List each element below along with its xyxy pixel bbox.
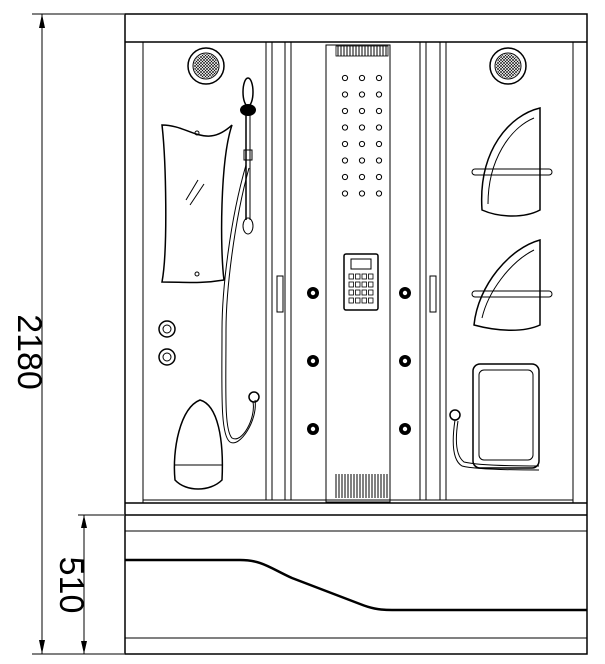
keypad-button: [355, 297, 361, 304]
mixer-knobs: [158, 320, 176, 366]
nozzle: [341, 91, 349, 98]
keypad-button: [355, 281, 361, 288]
nozzle: [358, 91, 366, 98]
nozzle-grid: [341, 74, 383, 197]
left-speaker: [187, 47, 225, 85]
right-door-handle: [429, 275, 437, 313]
nozzle: [341, 124, 349, 131]
middle-shelf: [471, 239, 553, 331]
keypad-button: [361, 289, 367, 296]
nozzle: [375, 190, 383, 197]
nozzle: [341, 140, 349, 148]
base-height-label: 510: [52, 557, 90, 614]
tray-profile-curve: [125, 558, 587, 612]
lower-shelf: [472, 363, 540, 469]
nozzle: [358, 140, 366, 148]
nozzle: [375, 140, 383, 148]
left-door-handle: [276, 275, 284, 313]
nozzle: [341, 107, 349, 115]
nozzle: [375, 107, 383, 115]
nozzle: [375, 74, 383, 82]
keypad-button: [348, 273, 354, 280]
keypad-button: [361, 297, 367, 304]
bottom-vent: [335, 474, 388, 498]
keypad-button: [348, 281, 354, 288]
total-height-label: 2180: [10, 314, 48, 390]
keypad-button: [348, 297, 354, 304]
keypad-buttons: [348, 273, 374, 304]
column-panel: [325, 44, 391, 503]
body-jets: [307, 287, 411, 435]
keypad-button: [368, 297, 374, 304]
nozzle: [358, 74, 366, 82]
keypad-button: [368, 289, 374, 296]
nozzle: [358, 157, 366, 164]
hand-shower: [221, 77, 260, 444]
height-dimension: 2180: [10, 13, 124, 655]
left-seat: [173, 399, 224, 490]
left-panel-frame: [265, 42, 273, 500]
body-jet: [399, 355, 411, 367]
nozzle: [358, 107, 366, 115]
base-dimension: 510: [52, 514, 124, 654]
control-panel: [343, 253, 379, 311]
nozzle: [358, 124, 366, 131]
body-jet: [307, 423, 319, 435]
mirror: [161, 124, 233, 284]
nozzle: [358, 173, 366, 181]
nozzle: [358, 190, 366, 197]
nozzle: [375, 124, 383, 131]
column-frame: [284, 42, 427, 500]
nozzle: [341, 190, 349, 197]
right-speaker: [489, 47, 527, 85]
upper-shelf: [471, 107, 553, 217]
cabin-frame: [124, 13, 588, 655]
nozzle: [375, 173, 383, 181]
keypad-button: [368, 281, 374, 288]
top-vent: [335, 45, 389, 57]
body-jet: [307, 355, 319, 367]
body-jet: [307, 287, 319, 299]
keypad-button: [348, 289, 354, 296]
nozzle: [341, 74, 349, 82]
keypad-button: [355, 289, 361, 296]
right-panel-frame: [439, 42, 447, 500]
body-jet: [399, 287, 411, 299]
keypad-button: [355, 273, 361, 280]
nozzle: [341, 173, 349, 181]
shower-tray: [124, 503, 588, 654]
nozzle: [375, 91, 383, 98]
nozzle: [375, 157, 383, 164]
keypad-button: [361, 281, 367, 288]
keypad-button: [361, 273, 367, 280]
right-hand-shower-hose: [449, 409, 540, 471]
nozzle: [341, 157, 349, 164]
body-jet: [399, 423, 411, 435]
keypad-button: [368, 273, 374, 280]
